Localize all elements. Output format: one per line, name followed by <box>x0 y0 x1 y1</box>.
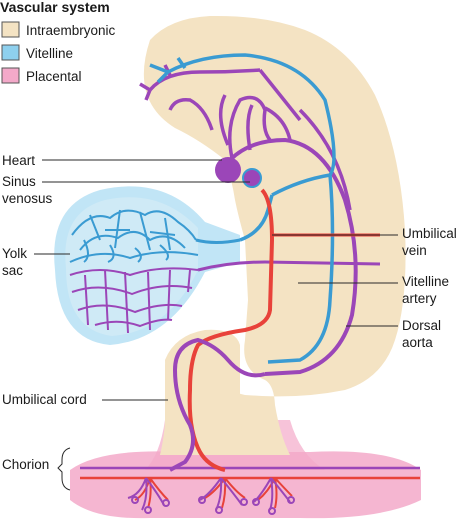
label-umbilical-cord: Umbilical cord <box>2 392 168 407</box>
label-umbilical-vein: Umbilical vein <box>272 226 457 258</box>
svg-text:Vitelline: Vitelline <box>402 274 449 289</box>
svg-text:Yolk: Yolk <box>2 246 27 261</box>
umbilical-vein <box>187 188 275 472</box>
svg-text:artery: artery <box>402 291 437 306</box>
vitelline-vein <box>149 53 336 364</box>
legend: Vascular system Intraembryonic Vitelline… <box>0 0 116 84</box>
legend-swatch-intraembryonic <box>1 21 20 38</box>
sinus-venosus <box>242 168 262 188</box>
dorsal-aorta <box>228 137 358 376</box>
svg-text:Dorsal: Dorsal <box>402 318 441 333</box>
svg-text:aorta: aorta <box>402 335 433 350</box>
legend-swatch-placental <box>1 67 20 84</box>
label-dorsal-aorta: Dorsal aorta <box>346 318 441 350</box>
legend-label-intraembryonic: Intraembryonic <box>26 23 116 38</box>
label-yolk-sac: Yolk sac <box>2 246 70 278</box>
svg-text:Sinus: Sinus <box>2 174 36 189</box>
chorionic-villi <box>127 477 295 515</box>
svg-text:Chorion: Chorion <box>2 457 49 472</box>
label-sinus-venosus: Sinus venosus <box>2 174 250 206</box>
umbilical-cord-body <box>160 329 245 455</box>
svg-text:Umbilical: Umbilical <box>402 226 457 241</box>
legend-label-vitelline: Vitelline <box>26 46 73 61</box>
label-chorion: Chorion <box>2 447 71 491</box>
svg-text:venosus: venosus <box>2 191 53 206</box>
svg-text:Heart: Heart <box>2 153 35 168</box>
legend-label-placental: Placental <box>26 69 82 84</box>
umbilical-artery <box>169 337 266 472</box>
svg-text:sac: sac <box>2 263 23 278</box>
svg-text:vein: vein <box>402 243 427 258</box>
label-heart: Heart <box>2 153 222 168</box>
label-vitelline-artery: Vitelline artery <box>298 274 449 306</box>
legend-title: Vascular system <box>0 0 110 15</box>
yolk-sac <box>54 186 381 345</box>
heart <box>215 157 241 183</box>
svg-text:Umbilical cord: Umbilical cord <box>2 392 87 407</box>
legend-swatch-vitelline <box>1 44 20 61</box>
